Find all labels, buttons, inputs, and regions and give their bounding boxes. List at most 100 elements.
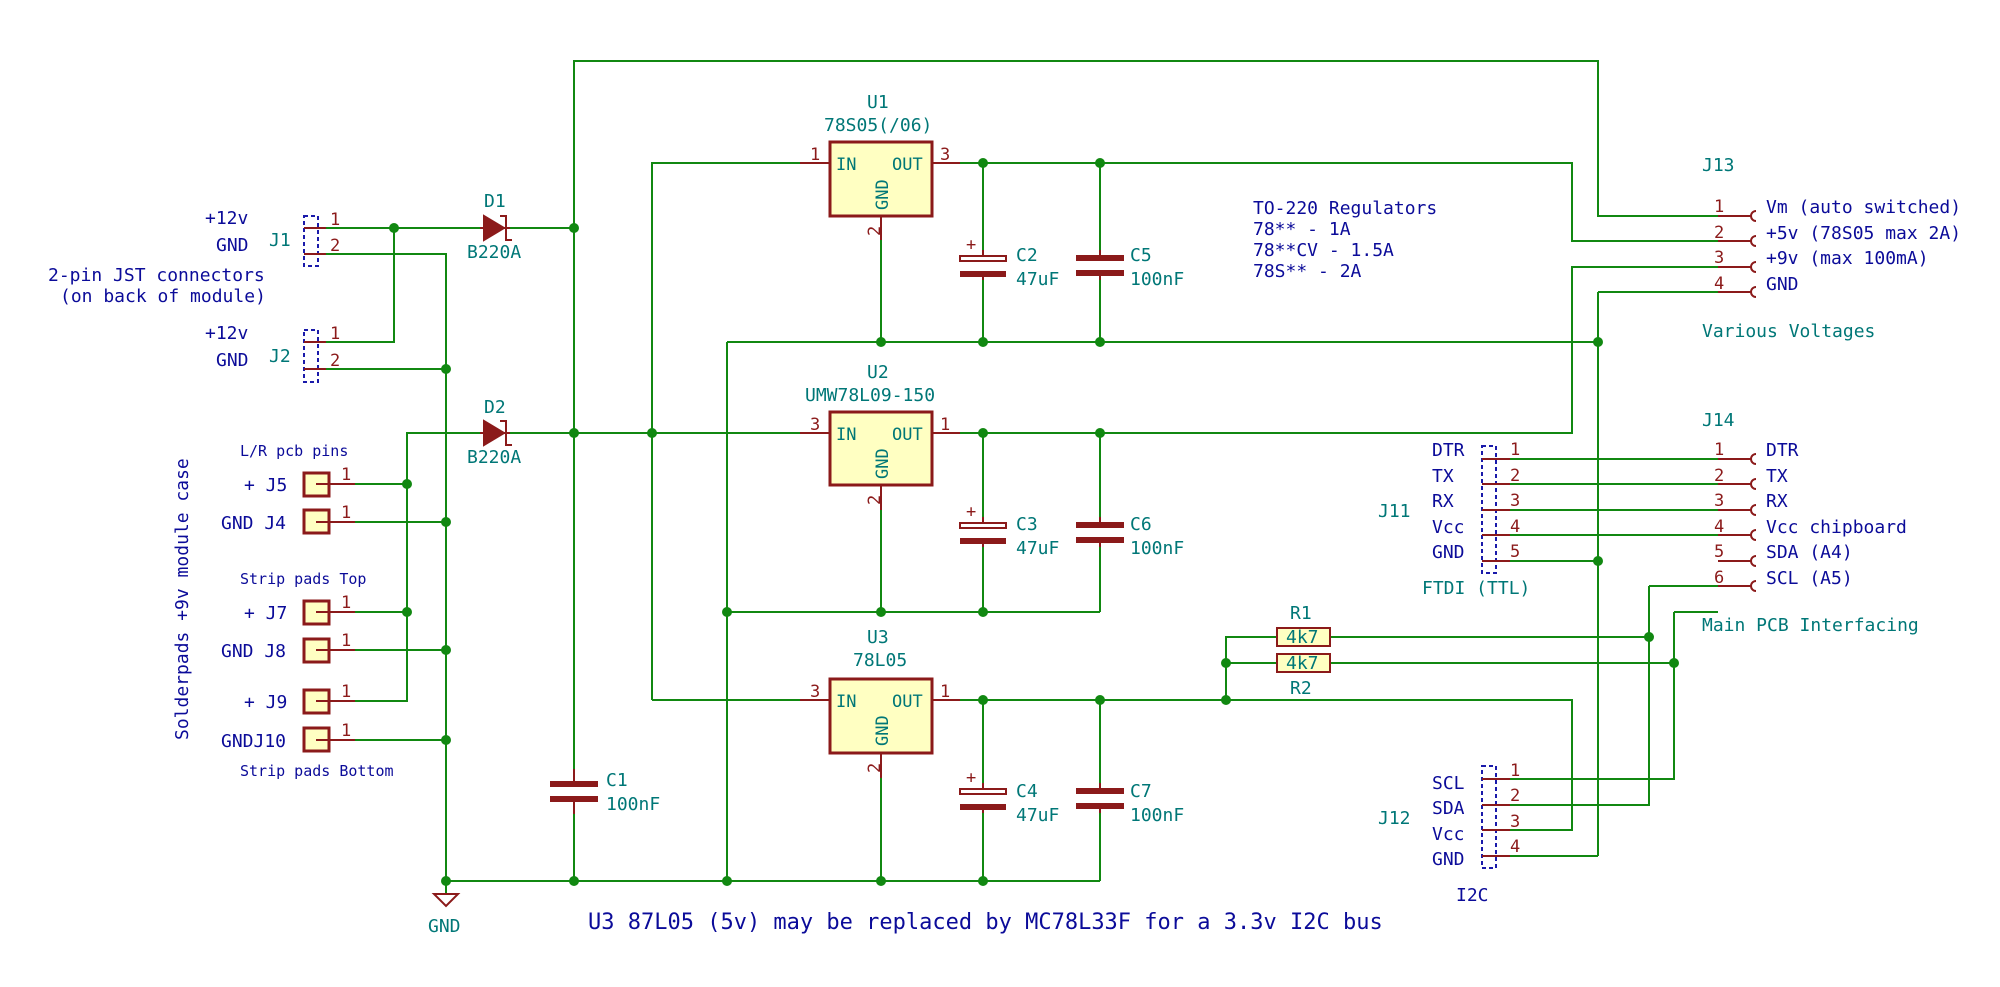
u2-body xyxy=(828,410,934,487)
jst-note-line1: 2-pin JST connectors xyxy=(48,265,265,286)
j2-label-12v: +12v xyxy=(205,323,248,344)
u1-pin-in-number: 1 xyxy=(810,145,820,165)
junction-dot xyxy=(876,337,886,347)
j11-name-1: DTR xyxy=(1432,440,1465,461)
u2-value: UMW78L09-150 xyxy=(805,385,935,406)
u2-pin-gnd-number: 2 xyxy=(865,495,885,505)
wire-5v-out xyxy=(932,162,1718,242)
pad-j9: 1 + J9 xyxy=(244,682,355,715)
to220-line2: 78**CV - 1.5A xyxy=(1253,240,1394,261)
j12-pin-4: 4 xyxy=(1510,837,1520,857)
junction-dot xyxy=(402,607,412,617)
capacitor-c4: + C4 47uF xyxy=(959,768,1059,826)
j14-socket-icon xyxy=(1750,555,1757,567)
connector-j14: J14 1 2 3 4 5 6 DTR TX RX Vcc chipboard … xyxy=(1702,410,1919,636)
d2-value: B220A xyxy=(467,447,521,468)
resistor-r2: 4k7 R2 xyxy=(1276,653,1331,699)
j12-pin-3: 3 xyxy=(1510,812,1520,832)
j11-pin-1: 1 xyxy=(1510,440,1520,460)
d2-ref: D2 xyxy=(484,397,506,418)
junction-dot xyxy=(1644,632,1654,642)
jst-note-line2: (on back of module) xyxy=(60,286,266,307)
junction-dot xyxy=(569,223,579,233)
j13-name-2: +5v (78S05 max 2A) xyxy=(1766,223,1961,244)
junction-dot xyxy=(1221,658,1231,668)
u3-gnd-label: GND xyxy=(873,715,893,746)
c6-ref: C6 xyxy=(1130,514,1152,535)
junction-dot xyxy=(441,645,451,655)
j13-pin-3: 3 xyxy=(1714,248,1724,268)
to220-line1: 78** - 1A xyxy=(1253,219,1351,240)
j12-name-3: Vcc xyxy=(1432,824,1465,845)
u3-in-label: IN xyxy=(836,692,856,712)
u2-gnd-label: GND xyxy=(873,448,893,479)
junction-dot xyxy=(441,517,451,527)
resistor-r1: R1 4k7 xyxy=(1276,603,1331,648)
j12-name-1: SCL xyxy=(1432,773,1465,794)
pad-j4: 1 GND J4 xyxy=(221,503,355,535)
junction-dot xyxy=(569,428,579,438)
diode-d1: D1 B220A xyxy=(467,191,521,263)
j13-name-3: +9v (max 100mA) xyxy=(1766,248,1929,269)
j9-label: + J9 xyxy=(244,692,287,713)
c4-ref: C4 xyxy=(1016,781,1038,802)
r2-body xyxy=(1276,653,1331,673)
j13-pins xyxy=(1718,210,1757,298)
u1-pin-out-number: 3 xyxy=(940,145,950,165)
junction-dot xyxy=(441,876,451,886)
c1-ref: C1 xyxy=(606,770,628,791)
diode-d2-icon xyxy=(483,419,506,447)
capacitor-c7: C7 100nF xyxy=(1076,781,1184,826)
j14-name-4: Vcc chipboard xyxy=(1766,517,1907,538)
junction-dot xyxy=(978,695,988,705)
j1-label-12v: +12v xyxy=(205,208,248,229)
c7-ref: C7 xyxy=(1130,781,1152,802)
j11-ref: J11 xyxy=(1378,501,1411,522)
u2-out-label: OUT xyxy=(892,425,923,445)
j14-name-1: DTR xyxy=(1766,440,1799,461)
capacitor-c6: C6 100nF xyxy=(1076,514,1184,559)
junction-dot xyxy=(722,607,732,617)
strip-top-header: Strip pads Top xyxy=(240,570,366,588)
junction-dot xyxy=(978,876,988,886)
j12-ref: J12 xyxy=(1378,808,1411,829)
j14-pin-4: 4 xyxy=(1714,517,1724,537)
j11-pin-4: 4 xyxy=(1510,517,1520,537)
j1-body xyxy=(303,215,319,267)
wire-regulator-input-rail xyxy=(651,162,800,700)
diode-d2: D2 B220A xyxy=(467,397,521,468)
junction-dot xyxy=(1593,337,1603,347)
regulator-u2: U2 UMW78L09-150 3 1 2 IN OUT GND xyxy=(800,362,960,510)
d1-ref: D1 xyxy=(484,191,506,212)
j14-name-6: SCL (A5) xyxy=(1766,568,1853,589)
c3-ref: C3 xyxy=(1016,514,1038,535)
j11-pin-3: 3 xyxy=(1510,491,1520,511)
j2-pin-1: 1 xyxy=(330,324,340,344)
u3-ref: U3 xyxy=(867,627,889,648)
j11-name-2: TX xyxy=(1432,466,1454,487)
junction-dot xyxy=(1593,556,1603,566)
r2-value: 4k7 xyxy=(1286,653,1319,674)
j14-pin-5: 5 xyxy=(1714,542,1724,562)
u1-value: 78S05(/06) xyxy=(824,115,932,136)
wire-vm-bus xyxy=(573,60,1718,228)
j11-name-4: Vcc xyxy=(1432,517,1465,538)
junction-dot xyxy=(978,337,988,347)
j2-pin-2: 2 xyxy=(330,351,340,371)
junction-dot xyxy=(1095,695,1105,705)
junction-dot xyxy=(1669,658,1679,668)
u3-pin-out-number: 1 xyxy=(940,682,950,702)
connector-j13: J13 1 2 3 4 Vm (auto switched) +5v (78S0… xyxy=(1702,155,1961,342)
c3-value: 47uF xyxy=(1016,538,1059,559)
junction-dot xyxy=(722,876,732,886)
c5-value: 100nF xyxy=(1130,269,1184,290)
j13-name-1: Vm (auto switched) xyxy=(1766,197,1961,218)
gnd-symbol-label: GND xyxy=(428,916,461,937)
c6-value: 100nF xyxy=(1130,538,1184,559)
pad-j5: 1 + J5 xyxy=(244,465,355,498)
wire-j2-12v xyxy=(326,228,395,343)
j5-label: + J5 xyxy=(244,475,287,496)
j13-socket-icon xyxy=(1750,261,1757,273)
pad-j8: 1 GND J8 xyxy=(221,631,355,664)
connector-j1: 1 2 +12v GND J1 xyxy=(205,208,340,267)
